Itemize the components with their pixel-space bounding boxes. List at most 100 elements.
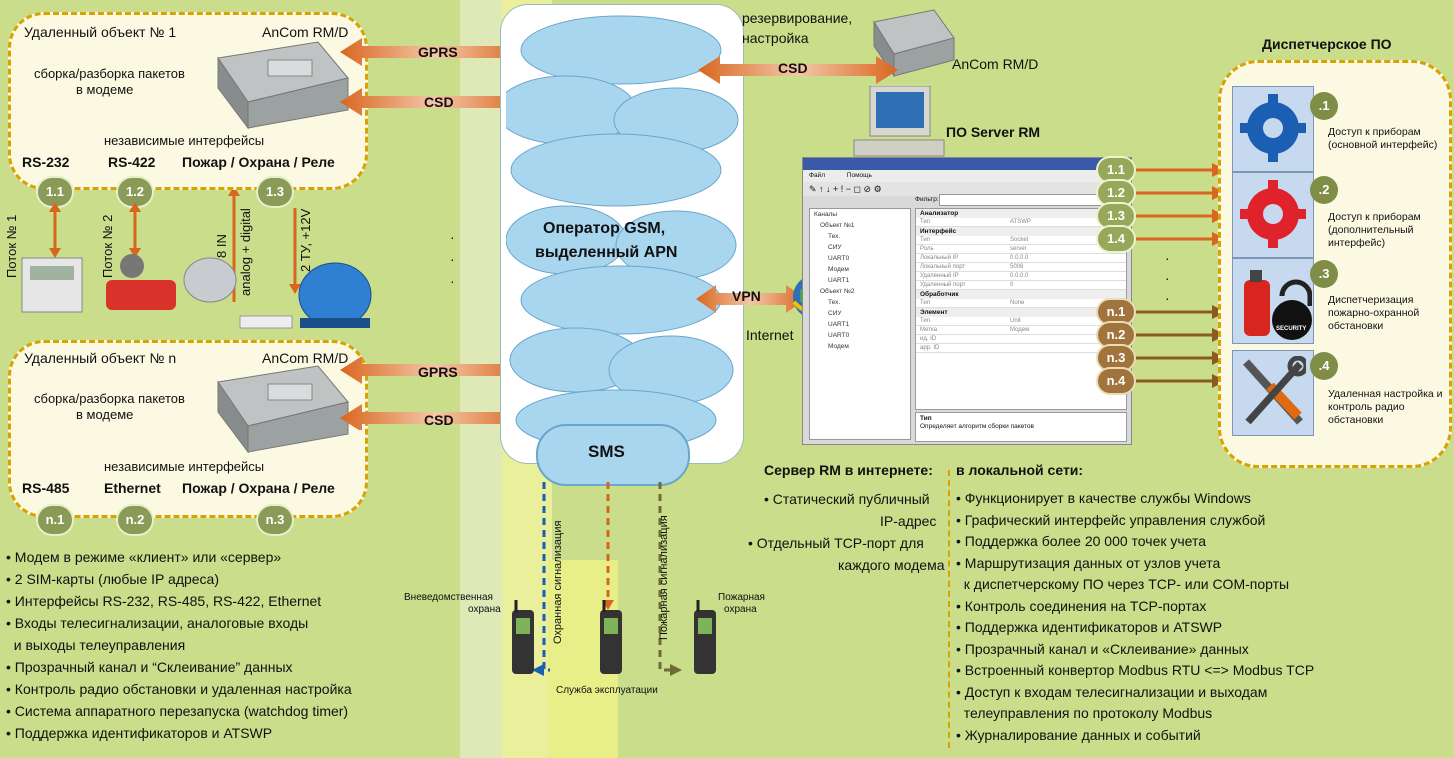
lan-feature-item: • Контроль соединения на TCP-портах	[956, 597, 1207, 614]
property-row[interactable]: Тип Socket	[916, 236, 1126, 245]
screwdriver-wrench-icon	[1243, 356, 1306, 425]
channel-1-4: 1.4	[1098, 227, 1134, 251]
phone-icon	[694, 600, 716, 674]
object-1-if-fire: Пожар / Охрана / Реле	[182, 154, 335, 170]
property-key: Роль	[920, 246, 934, 252]
menu-file[interactable]: Файл	[809, 172, 825, 179]
object-1-packets2: в модеме	[76, 82, 134, 97]
tree-node[interactable]: UART1	[828, 277, 850, 284]
tree-node[interactable]: UART0	[828, 332, 850, 339]
tree-node[interactable]: СИУ	[828, 244, 842, 251]
vpn-label: VPN	[732, 288, 761, 304]
security-alarm-label: Охранная сигнализация	[552, 520, 564, 644]
item-3-text: Диспетчеризация пожарно-охранной обстано…	[1328, 294, 1420, 332]
property-row[interactable]: ид. ID	[916, 335, 1126, 344]
property-section: Анализатор	[916, 209, 1126, 218]
feature-item: • Система аппаратного перезапуска (watch…	[6, 703, 349, 719]
property-key: Локальный порт	[920, 264, 966, 270]
tree-node[interactable]: UART1	[828, 321, 850, 328]
feature-item: и выходы телеуправления	[6, 637, 186, 653]
property-key: Удаленный порт	[920, 282, 966, 288]
property-key: ид. ID	[920, 336, 937, 342]
property-value: Socket	[1010, 237, 1029, 243]
tree-node[interactable]: СИУ	[828, 310, 842, 317]
object-n-if-ethernet: Ethernet	[104, 480, 161, 496]
feature-item: • Прозрачный канал и “Склеивание” данных	[6, 659, 293, 675]
channel-n-1: n.1	[1098, 300, 1134, 324]
flow-1-label: Поток № 1	[4, 214, 19, 278]
lan-feature-item: • Поддержка более 20 000 точек учета	[956, 533, 1207, 549]
feature-item: • Модем в режиме «клиент» или «сервер»	[6, 549, 282, 565]
property-row[interactable]: app. ID	[916, 344, 1126, 353]
object-1-title: Удаленный объект № 1	[24, 24, 177, 40]
property-section: Обработчик	[916, 290, 1126, 299]
tree-node[interactable]: Объект №1	[820, 222, 855, 229]
channel-n-4: n.4	[1098, 369, 1134, 393]
tree-node[interactable]: Модем	[828, 343, 849, 350]
phone-left-label-2: охрана	[468, 604, 501, 615]
badge-n-2: n.2	[118, 506, 152, 534]
property-key: Тип	[920, 237, 931, 243]
phone-icon	[600, 600, 622, 674]
filter-label: Фильтр:	[915, 196, 939, 203]
dispatcher-title: Диспетчерское ПО	[1262, 36, 1392, 52]
menu-help[interactable]: Помощь	[846, 172, 872, 179]
csd-label-1: CSD	[424, 94, 454, 110]
tree-node[interactable]: Объект №2	[820, 288, 855, 295]
object-1-packets: сборка/разборка пакетов	[34, 66, 185, 81]
gear-red-icon	[1240, 180, 1306, 248]
reserve-model: AnCom RM/D	[952, 56, 1039, 72]
sms-label: SMS	[588, 442, 625, 461]
server-rm-window: Файл Помощь ✎ ↑ ↓ + ! − ◻ ⊘ ⚙ Фильтр: Ка…	[802, 157, 1132, 445]
property-row[interactable]: Удаленный порт 0	[916, 281, 1126, 290]
phone-right-label: Пожарная	[718, 592, 765, 603]
property-section: Интерфейс	[916, 227, 1126, 236]
feature-item: • Поддержка идентификаторов и ATSWP	[6, 725, 273, 741]
csd-label-top: CSD	[778, 60, 808, 76]
lan-feature-item: • Прозрачный канал и «Склеивание» данных	[956, 640, 1249, 657]
badge-n-3: n.3	[258, 506, 292, 534]
srv-internet-l4: каждого модема	[838, 557, 945, 573]
object-n-if-fire: Пожар / Охрана / Реле	[182, 480, 335, 496]
object-n-model: AnCom RM/D	[262, 350, 349, 366]
property-value: 0	[1010, 282, 1014, 288]
in8-label: 8 IN	[214, 234, 229, 258]
property-description: Тип Определяет алгоритм сборки пакетов	[915, 412, 1127, 442]
badge-1-2: 1.2	[118, 178, 152, 206]
lan-feature-item: • Журналирование данных и событий	[956, 726, 1201, 743]
toolbar: ✎ ↑ ↓ + ! − ◻ ⊘ ⚙	[803, 182, 1131, 196]
object-1-model: AnCom RM/D	[262, 24, 349, 40]
lan-feature-item: телеуправления по протоколу Modbus	[956, 705, 1213, 721]
phone-right-label-2: охрана	[724, 604, 757, 615]
tree-node[interactable]: UART0	[828, 255, 850, 262]
item-1-number: .1	[1310, 92, 1338, 120]
fire-alarm-label: Пожарная сигнализация	[658, 515, 670, 640]
tree-node[interactable]: Модем	[828, 266, 849, 273]
property-key: Удаленный IP	[920, 273, 959, 279]
link-arrows-left	[340, 38, 530, 430]
property-key: Локальный IP	[920, 255, 959, 261]
gprs-label-1: GPRS	[418, 44, 458, 60]
feature-item: • Входы телесигнализации, аналоговые вхо…	[6, 615, 309, 631]
modem-device-icon	[217, 41, 349, 130]
item-4-text: Удаленная настройка и контроль радио обс…	[1328, 388, 1443, 426]
tree-node[interactable]: Тех.	[828, 233, 841, 240]
property-key: Тип	[920, 219, 931, 225]
alarm-lines	[532, 482, 682, 676]
property-key: Метка	[920, 327, 938, 333]
gsm-operator-title: Оператор GSM,	[543, 220, 666, 237]
tree-node[interactable]: Каналы	[814, 211, 838, 218]
flow-2-label: Поток № 2	[100, 214, 115, 278]
tree-node[interactable]: Тех.	[828, 299, 841, 306]
badge-1-3: 1.3	[258, 178, 292, 206]
